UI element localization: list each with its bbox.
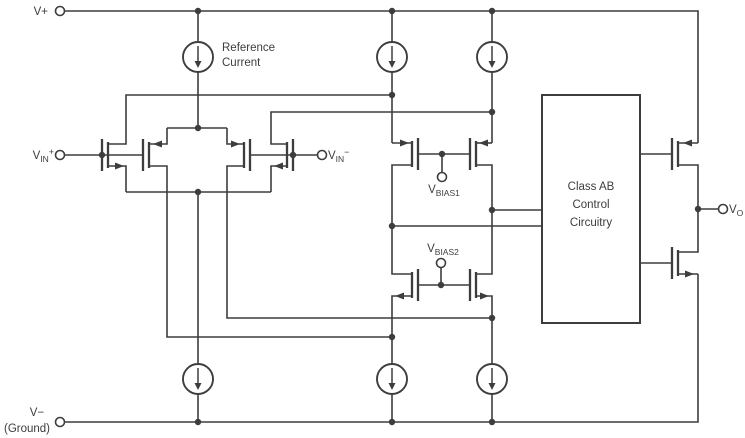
input-pmos-left (141, 139, 162, 171)
vin-minus-terminal (316, 149, 328, 161)
vin-plus-label: VIN+ (33, 147, 54, 164)
vbias1-terminal (436, 171, 448, 183)
reference-current-source (182, 41, 214, 73)
vin-plus-terminal (54, 149, 66, 161)
nmos-cascode-right (468, 269, 489, 301)
bottom-current-source-1 (182, 363, 214, 395)
vminus-label: V− (30, 407, 45, 419)
top-current-source-2 (376, 41, 408, 73)
top-current-source-3 (476, 41, 508, 73)
vbias1-label: VBIAS1 (428, 184, 460, 198)
vout-label: VO (729, 204, 744, 218)
pmos-cascode-left (400, 138, 420, 170)
vplus-rail (65, 10, 699, 143)
class-ab-box: Class AB Control Circuitry (541, 94, 641, 324)
vbias2-label: VBIAS2 (427, 243, 459, 257)
terminals (54, 5, 729, 428)
output-nmos (670, 247, 694, 279)
class-ab-label-line3: Circuitry (570, 217, 612, 229)
bottom-current-source-3 (476, 363, 508, 395)
class-ab-label-line1: Class AB (568, 181, 615, 193)
vminus-terminal (54, 416, 66, 428)
vout-terminal (717, 203, 729, 215)
input-pmos-right (231, 139, 252, 171)
bottom-current-source-2 (376, 363, 408, 395)
class-ab-label-line2: Control (572, 199, 609, 211)
pmos-cascode-right (468, 138, 488, 170)
vplus-label: V+ (34, 6, 49, 18)
vminus-rail (65, 274, 699, 423)
wires (65, 10, 718, 423)
ground-label: (Ground) (4, 423, 50, 435)
vin-minus-label: VIN− (328, 147, 349, 164)
vbias2-terminal (435, 257, 447, 269)
nmos-cascode-left (395, 269, 420, 301)
output-pmos (670, 138, 692, 170)
junction-dots (98, 7, 702, 426)
vplus-terminal (54, 5, 66, 17)
